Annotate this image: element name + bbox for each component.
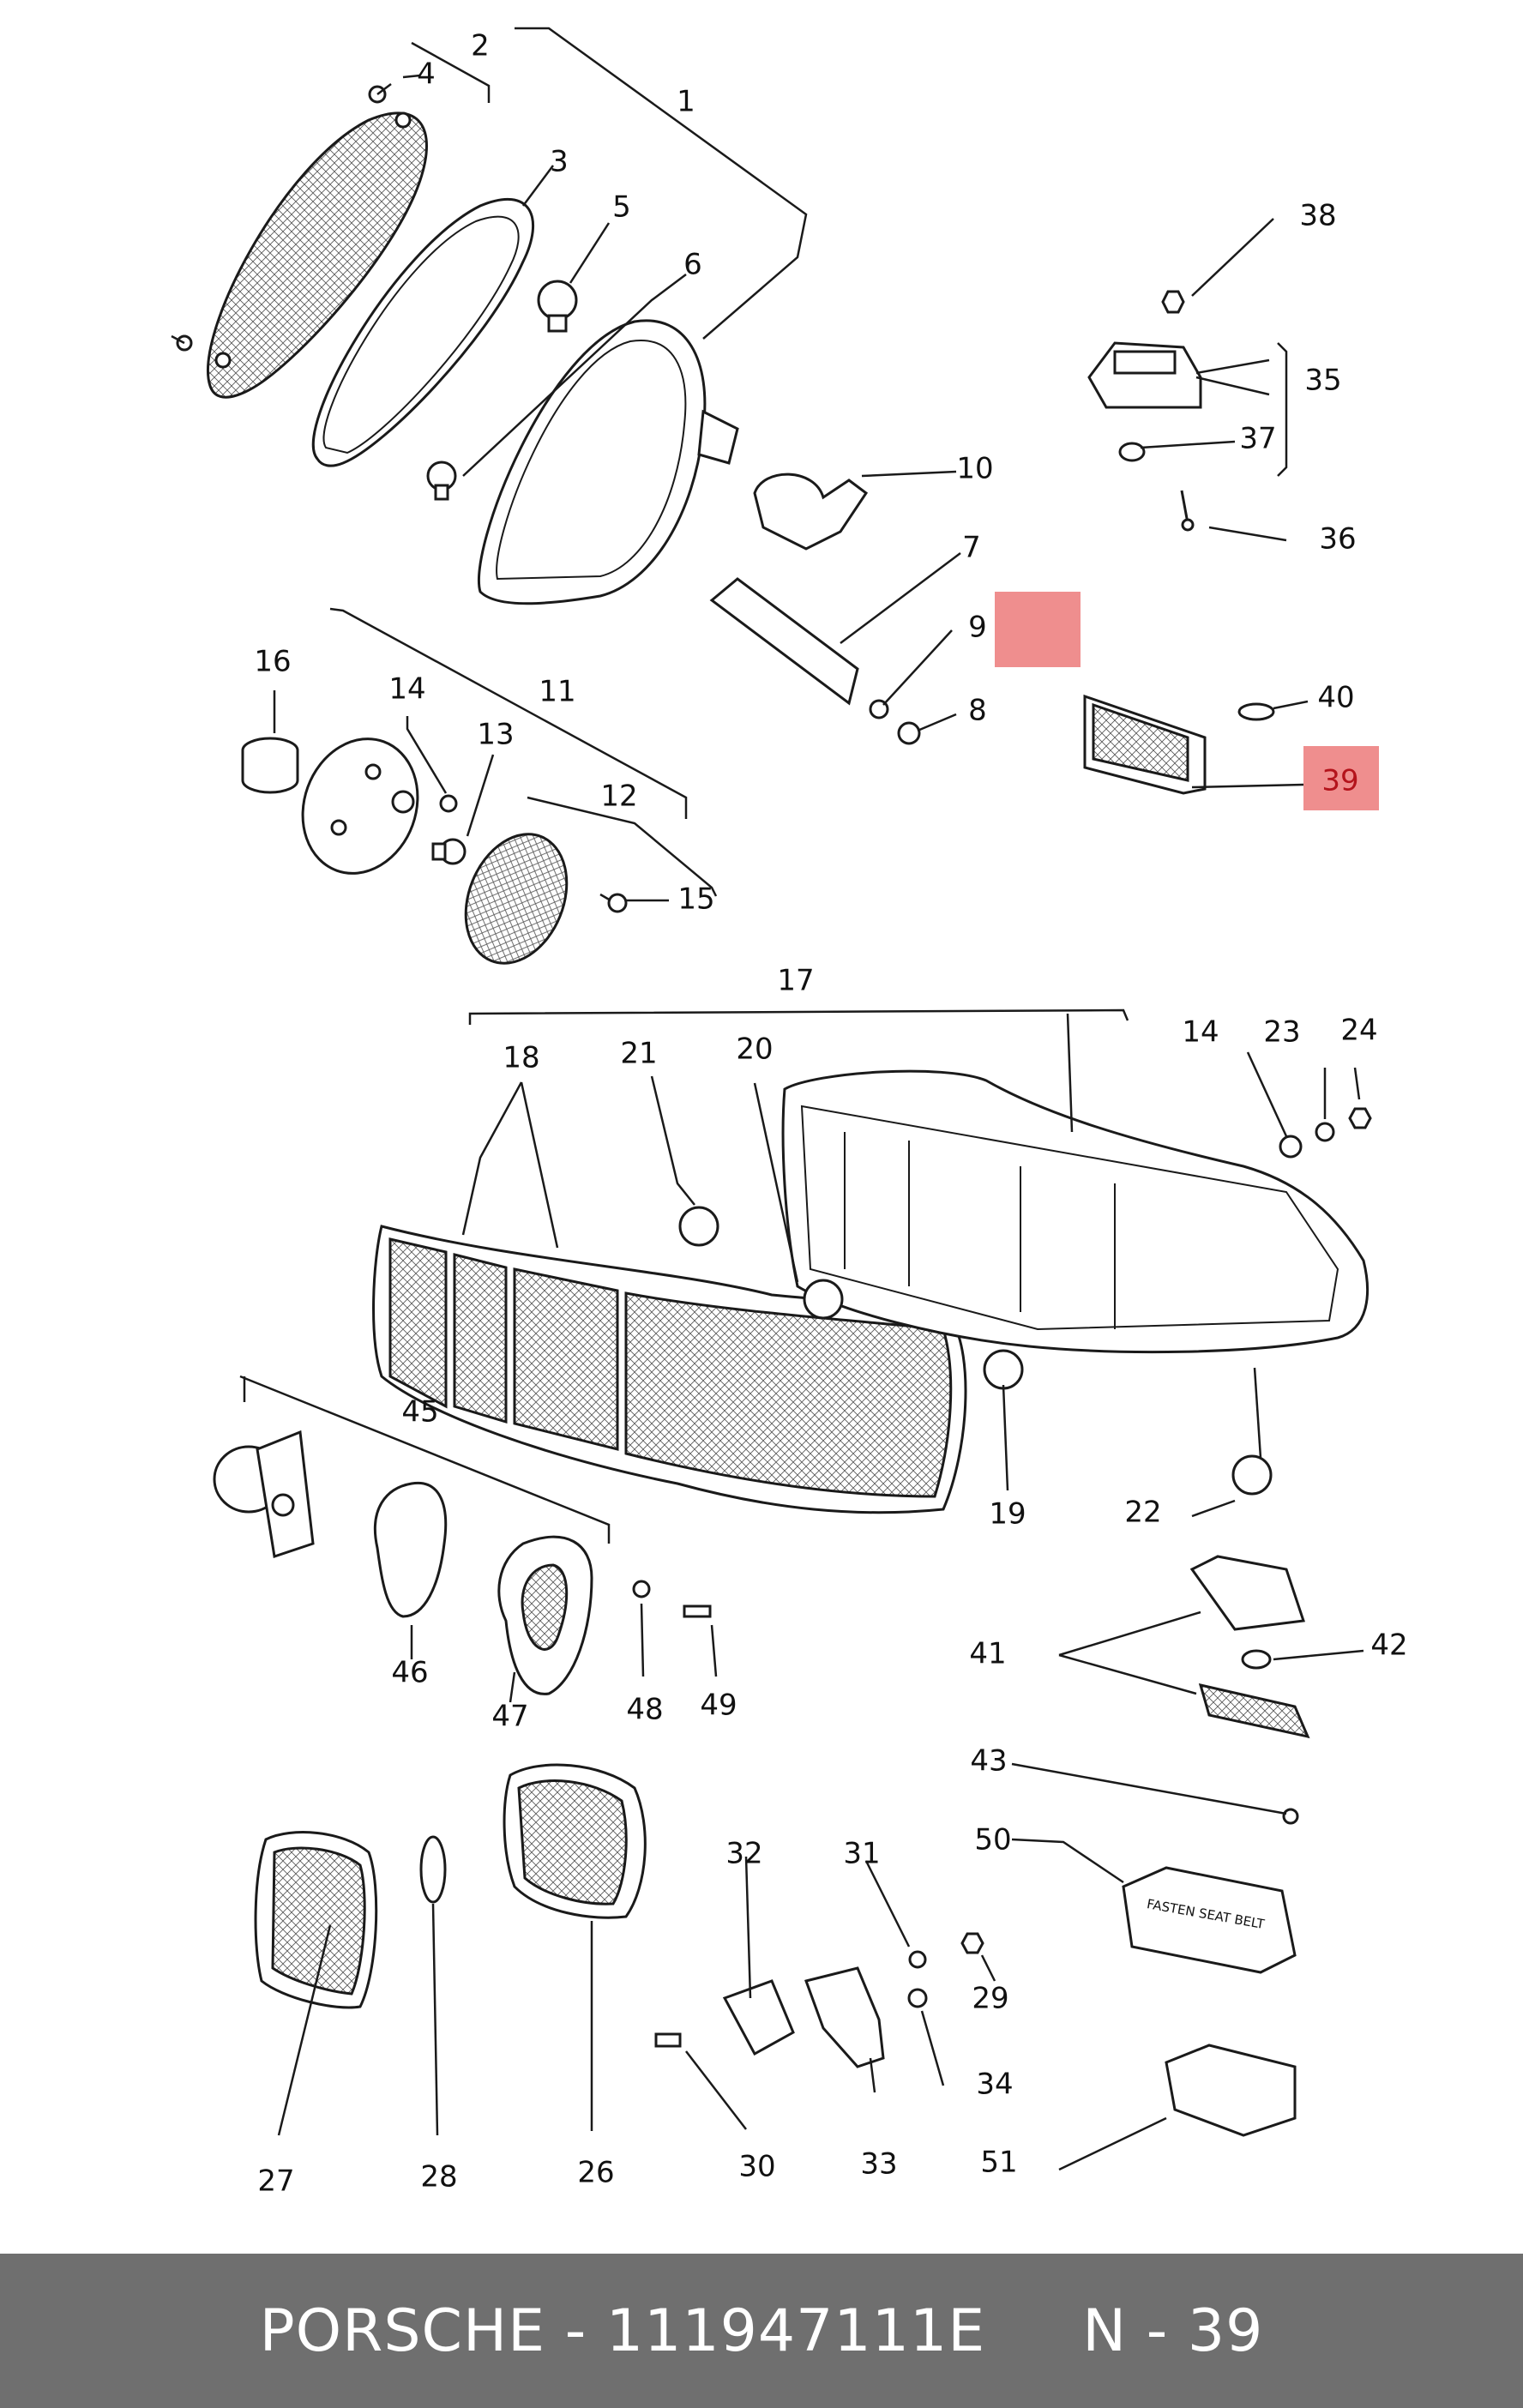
marker-lamp-part bbox=[503, 1763, 647, 1919]
headlamp-housing-part bbox=[478, 319, 739, 605]
headlamp-washer-part bbox=[869, 699, 921, 745]
fog-bulb-part bbox=[431, 838, 467, 865]
callout-7: 7 bbox=[962, 531, 981, 565]
callout-24: 24 bbox=[1340, 1014, 1377, 1048]
callout-42: 42 bbox=[1370, 1628, 1407, 1663]
callout-33: 33 bbox=[860, 2147, 897, 2182]
headlamp-gasket-part bbox=[311, 197, 535, 467]
callout-46: 46 bbox=[391, 1656, 428, 1690]
callout-20: 20 bbox=[736, 1032, 773, 1067]
festoon-bulb-part bbox=[1237, 702, 1275, 721]
callout-6: 6 bbox=[683, 248, 702, 282]
callout-12: 12 bbox=[600, 780, 637, 814]
callout-4: 4 bbox=[417, 57, 436, 92]
fog-lens-part bbox=[464, 833, 569, 965]
callout-1: 1 bbox=[677, 85, 695, 119]
callout-10: 10 bbox=[956, 452, 993, 486]
footer-bar: PORSCHE - 111947111E N - 39 bbox=[0, 2254, 1523, 2408]
callout-27: 27 bbox=[257, 2164, 294, 2199]
relay-box-part bbox=[1165, 2044, 1297, 2137]
callout-16: 16 bbox=[254, 645, 291, 679]
switch-lens-part bbox=[1198, 1683, 1310, 1739]
fog-screw-part bbox=[599, 893, 628, 913]
callout-13: 13 bbox=[477, 718, 514, 752]
callout-45: 45 bbox=[401, 1395, 438, 1430]
callout-49: 49 bbox=[700, 1689, 737, 1723]
small-nut-part bbox=[439, 794, 458, 813]
screw-part bbox=[1180, 490, 1195, 532]
bolt-bottom-part bbox=[654, 2032, 682, 2048]
headlamp-bulb-part bbox=[537, 280, 578, 333]
highlight-box-9 bbox=[995, 592, 1081, 667]
callout-22: 22 bbox=[1124, 1496, 1161, 1530]
callout-38: 38 bbox=[1299, 199, 1336, 233]
sleeve-part bbox=[241, 737, 299, 794]
callout-34: 34 bbox=[976, 2068, 1013, 2102]
callout-14a: 14 bbox=[388, 672, 425, 707]
side-lamp-part bbox=[254, 1831, 378, 2009]
lamp-base-part bbox=[301, 737, 419, 875]
callout-28: 28 bbox=[420, 2160, 457, 2194]
headlamp-bracket-part bbox=[709, 577, 859, 706]
lamp-cover-part bbox=[497, 1535, 593, 1695]
callout-21: 21 bbox=[620, 1037, 657, 1071]
callout-48: 48 bbox=[626, 1693, 663, 1727]
nut-part bbox=[1161, 290, 1185, 314]
small-bulb-part bbox=[1118, 442, 1146, 462]
callout-17: 17 bbox=[777, 964, 814, 998]
highlight-box-39 bbox=[1303, 746, 1379, 810]
tail-lamp-lens-part bbox=[372, 1225, 967, 1514]
lamp-socket-part bbox=[213, 1430, 315, 1558]
callout-15: 15 bbox=[677, 882, 714, 917]
callout-5: 5 bbox=[612, 190, 631, 225]
callout-29: 29 bbox=[972, 1982, 1008, 2016]
callout-2: 2 bbox=[471, 29, 490, 63]
headlamp-screw-part bbox=[171, 83, 392, 352]
callout-35: 35 bbox=[1304, 364, 1341, 398]
gasket-part bbox=[373, 1481, 448, 1618]
callout-26: 26 bbox=[577, 2156, 614, 2190]
headlamp-lens-part bbox=[207, 111, 428, 399]
parts-diagram: FASTEN SEAT BELT bbox=[171, 27, 1408, 2199]
grommet-part bbox=[632, 1580, 651, 1598]
seat-belt-lamp-part: FASTEN SEAT BELT bbox=[1122, 1866, 1297, 1974]
callout-31: 31 bbox=[843, 1837, 880, 1871]
headlamp-small-bulb-part bbox=[426, 461, 457, 501]
callout-41: 41 bbox=[969, 1637, 1006, 1671]
side-marker-lamp-part bbox=[1083, 694, 1207, 795]
lamp-unit-part bbox=[1087, 341, 1202, 409]
nut-small-part bbox=[907, 1932, 984, 2008]
callout-47: 47 bbox=[491, 1700, 528, 1734]
bolt-part bbox=[683, 1604, 712, 1618]
headlamp-socket-part bbox=[753, 473, 869, 551]
callout-37: 37 bbox=[1239, 422, 1276, 456]
callout-50: 50 bbox=[974, 1823, 1011, 1857]
callout-40: 40 bbox=[1317, 681, 1354, 715]
callout-19: 19 bbox=[989, 1497, 1026, 1532]
callout-36: 36 bbox=[1319, 522, 1356, 557]
rear-nuts-part bbox=[1279, 1107, 1372, 1159]
callout-43: 43 bbox=[970, 1744, 1007, 1779]
screw-small-part bbox=[1282, 1808, 1299, 1825]
bracket-part bbox=[722, 1966, 885, 2068]
callout-3: 3 bbox=[550, 145, 569, 179]
festoon-lamp-part bbox=[419, 1835, 447, 1904]
callout-8: 8 bbox=[968, 694, 987, 728]
callout-23: 23 bbox=[1263, 1015, 1300, 1050]
tail-lamp-housing-part bbox=[781, 1069, 1369, 1354]
callout-11: 11 bbox=[539, 675, 575, 709]
callout-9: 9 bbox=[968, 611, 987, 645]
callout-51: 51 bbox=[980, 2146, 1017, 2180]
switch-part bbox=[1189, 1555, 1306, 1631]
callout-32: 32 bbox=[725, 1837, 762, 1871]
footer-text: PORSCHE - 111947111E N - 39 bbox=[259, 2297, 1264, 2365]
callout-39: 39 bbox=[1321, 764, 1358, 798]
callout-30: 30 bbox=[738, 2150, 775, 2184]
leader-lines bbox=[239, 27, 1364, 2171]
switch-bulb-part bbox=[1241, 1649, 1272, 1670]
rear-bulb-part bbox=[678, 1206, 1273, 1496]
callout-18: 18 bbox=[503, 1041, 539, 1075]
callout-14b: 14 bbox=[1182, 1015, 1219, 1050]
